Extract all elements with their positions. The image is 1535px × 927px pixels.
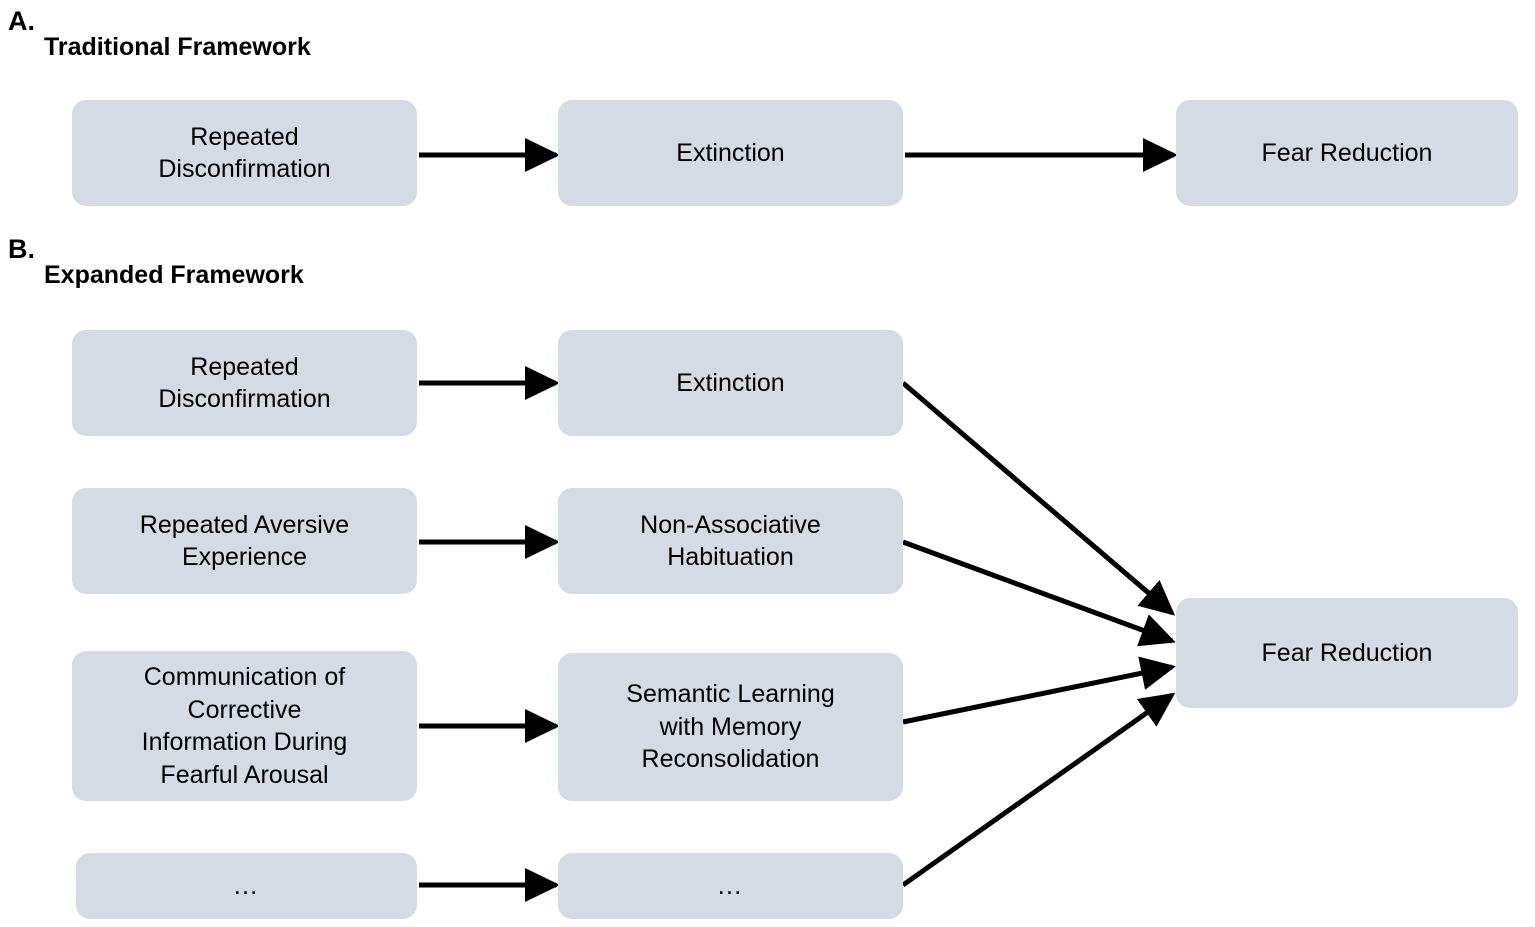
panel-b-letter: B. bbox=[8, 234, 35, 264]
node-b-extinction[interactable]: Extinction bbox=[558, 330, 903, 436]
node-b-communication-corrective-information[interactable]: Communication of Corrective Information … bbox=[72, 651, 417, 801]
edge-b-habituation-to-fear-reduction bbox=[902, 539, 1176, 647]
node-b-middle-ellipsis[interactable]: … bbox=[558, 853, 903, 919]
edge-b-extinction-to-fear-reduction bbox=[901, 381, 1176, 616]
node-a-extinction[interactable]: Extinction bbox=[558, 100, 903, 206]
node-a-fear-reduction[interactable]: Fear Reduction bbox=[1176, 100, 1518, 206]
node-b-left-ellipsis[interactable]: … bbox=[76, 853, 417, 919]
panel-a-title: Traditional Framework bbox=[44, 33, 311, 61]
node-a-repeated-disconfirmation[interactable]: Repeated Disconfirmation bbox=[72, 100, 417, 206]
node-b-non-associative-habituation[interactable]: Non-Associative Habituation bbox=[558, 488, 903, 594]
panel-b-title: Expanded Framework bbox=[44, 261, 304, 289]
edge-b-semantic-to-fear-reduction bbox=[902, 656, 1176, 725]
panel-a-letter: A. bbox=[8, 6, 35, 36]
node-b-repeated-disconfirmation[interactable]: Repeated Disconfirmation bbox=[72, 330, 417, 436]
node-b-repeated-aversive-experience[interactable]: Repeated Aversive Experience bbox=[72, 488, 417, 594]
node-b-semantic-learning[interactable]: Semantic Learning with Memory Reconsolid… bbox=[558, 653, 903, 801]
edge-b-middle-ellipsis-to-fear-reduction bbox=[901, 692, 1176, 888]
node-b-fear-reduction[interactable]: Fear Reduction bbox=[1176, 598, 1518, 708]
